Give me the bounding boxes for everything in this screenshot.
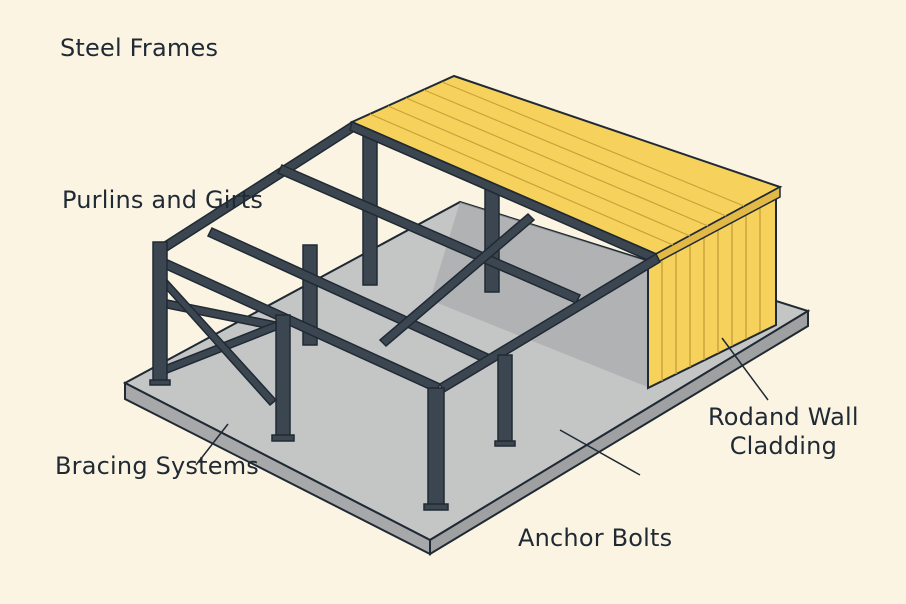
leader-lines [195,337,769,476]
front-frame [149,241,516,511]
purlins [153,120,661,394]
label-purlins-girts: Purlins and Girts [62,186,264,214]
label-anchor-bolts: Anchor Bolts [518,524,673,552]
label-cladding-line2: Cladding [729,431,838,460]
label-bracing-systems: Bracing Systems [55,452,259,480]
label-roof-wall-cladding: Rodand Wall Cladding [708,403,859,461]
label-steel-frames: Steel Frames [60,34,219,62]
label-cladding-line1: Rodand Wall [708,403,859,431]
